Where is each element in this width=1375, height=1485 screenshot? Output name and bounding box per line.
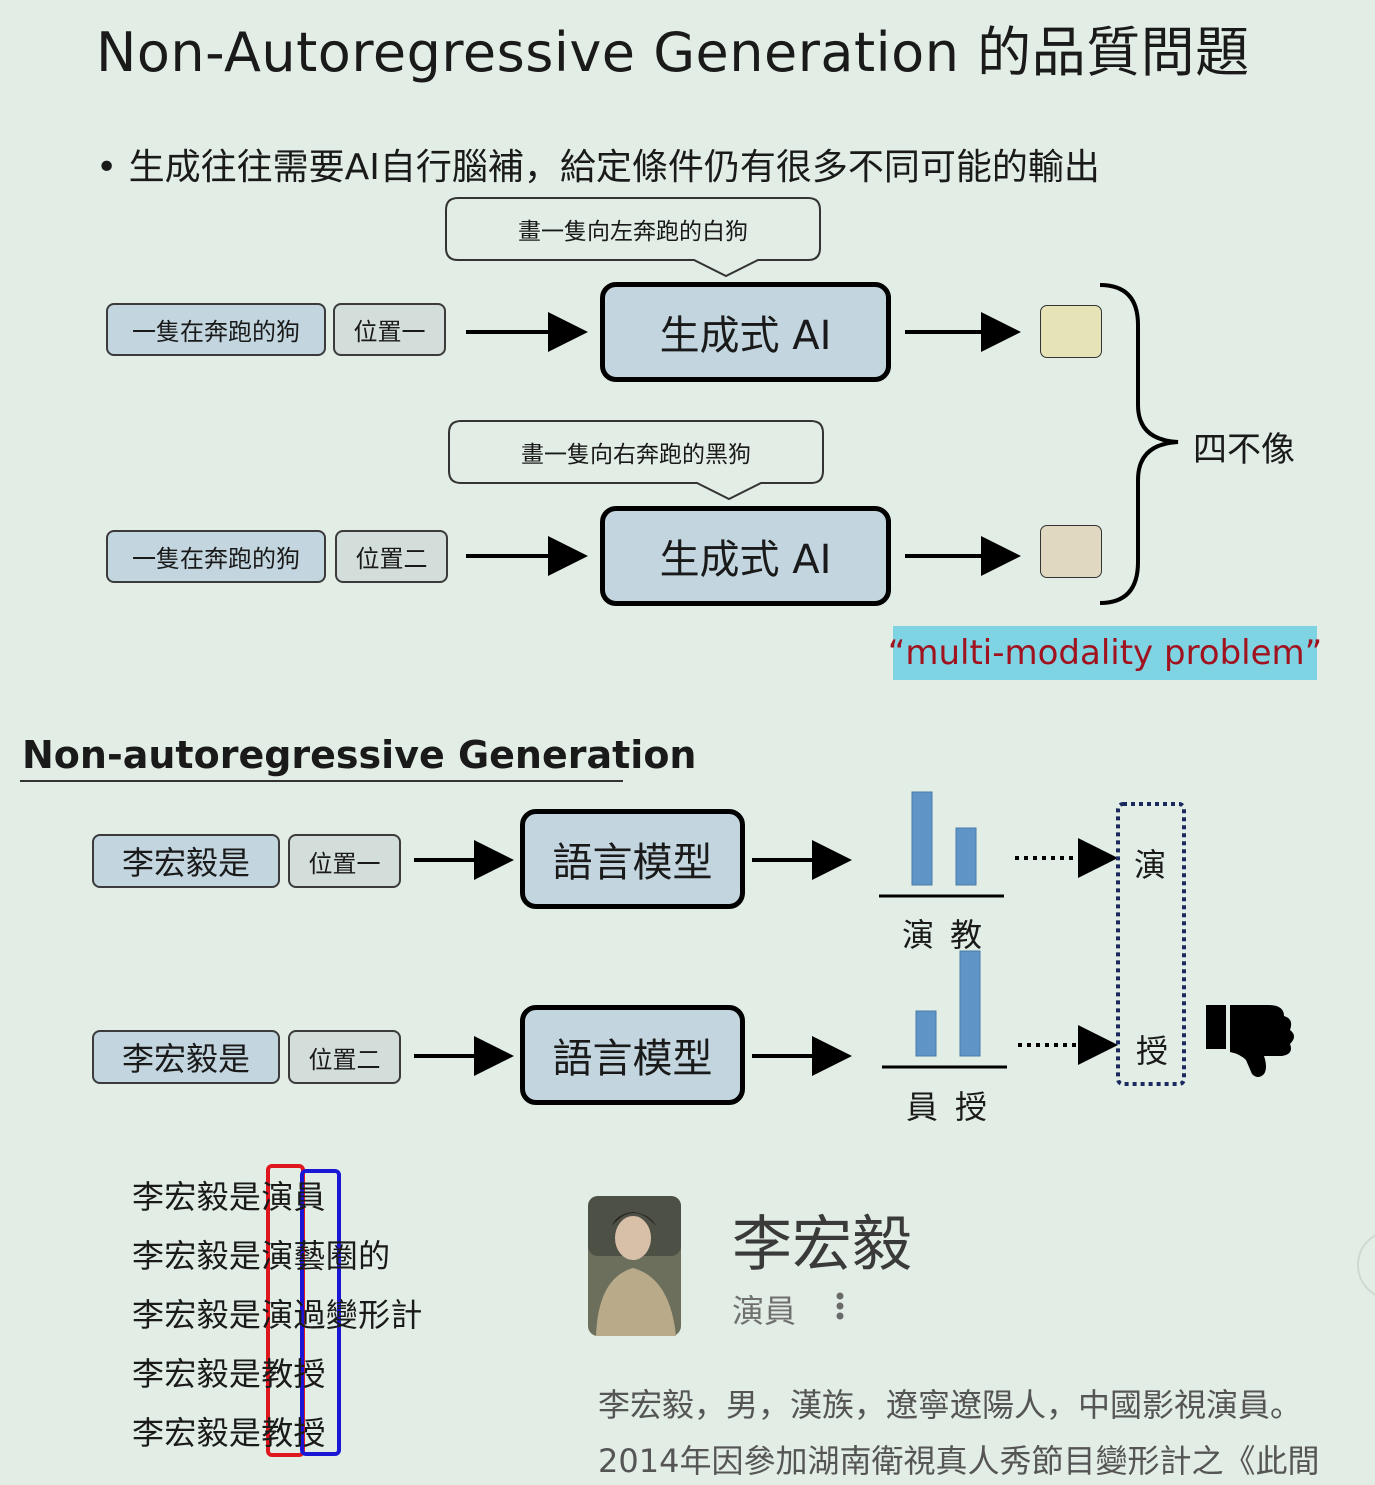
bar-jiao: [955, 827, 977, 886]
speech-bubble-2: [448, 420, 824, 501]
lm-position-chip-2: 位置二: [288, 1030, 401, 1084]
bar-yuan: [915, 1010, 937, 1057]
lm-prompt-chip-2: 李宏毅是: [92, 1030, 280, 1084]
output-token-1: 演: [1134, 846, 1167, 884]
bar-yan: [911, 791, 933, 886]
output-swatch-2: [1040, 525, 1102, 578]
speech-bubble-1: [445, 197, 821, 278]
lm-prompt-chip-1: 李宏毅是: [92, 834, 280, 888]
prompt-chip-1: 一隻在奔跑的狗: [106, 303, 326, 356]
output-token-2: 授: [1136, 1032, 1169, 1070]
position-chip-2: 位置二: [335, 530, 448, 583]
generative-ai-box-2: 生成式 AI: [600, 506, 891, 606]
language-model-box-1: 語言模型: [520, 809, 745, 909]
bar-label-shou: 授: [955, 1088, 988, 1126]
generative-ai-box-1: 生成式 AI: [600, 282, 891, 382]
output-dotted-box: [1116, 802, 1186, 1086]
bar-label-yan: 演: [902, 916, 935, 954]
example-line-2: 李宏毅是演藝圈的: [132, 1237, 391, 1275]
example-line-1: 李宏毅是演員: [132, 1178, 326, 1216]
slide-title: Non-Autoregressive Generation 的品質問題: [96, 21, 1250, 84]
card-bio-line-1: 李宏毅，男，漢族，遼寧遼陽人，中國影視演員。: [598, 1386, 1303, 1424]
example-line-3: 李宏毅是演過變形計: [132, 1296, 423, 1334]
output-swatch-1: [1040, 305, 1102, 358]
bubble-text-2: 畫一隻向右奔跑的黑狗: [521, 442, 751, 468]
bar-label-yuan: 員: [906, 1088, 939, 1126]
card-name: 李宏毅: [732, 1210, 912, 1280]
decorative-circle: [1357, 1234, 1375, 1296]
thumbs-down-icon: [1206, 1005, 1294, 1077]
portrait-photo: [588, 1196, 681, 1336]
curly-brace: [1099, 283, 1179, 605]
bar-label-jiao: 教: [950, 916, 983, 954]
more-options-icon: [836, 1292, 844, 1320]
blue-highlight-column: [300, 1169, 341, 1456]
language-model-box-2: 語言模型: [520, 1005, 745, 1105]
bullet-point: • 生成往往需要AI自行腦補，給定條件仍有很多不同可能的輸出: [96, 147, 1100, 188]
multi-modality-tag: “multi-modality problem”: [888, 626, 1322, 680]
bubble-text-1: 畫一隻向左奔跑的白狗: [518, 219, 748, 245]
example-line-5: 李宏毅是教授: [132, 1414, 326, 1452]
brace-label: 四不像: [1193, 430, 1295, 470]
lm-position-chip-1: 位置一: [288, 834, 401, 888]
example-line-4: 李宏毅是教授: [132, 1355, 326, 1393]
position-chip-1: 位置一: [333, 303, 446, 356]
card-role: 演員: [732, 1292, 797, 1330]
card-bio-line-2: 2014年因參加湖南衛視真人秀節目變形計之《此間: [598, 1442, 1320, 1480]
bar-shou: [959, 950, 981, 1057]
section-heading: Non-autoregressive Generation: [22, 733, 697, 777]
prompt-chip-2: 一隻在奔跑的狗: [106, 530, 326, 583]
